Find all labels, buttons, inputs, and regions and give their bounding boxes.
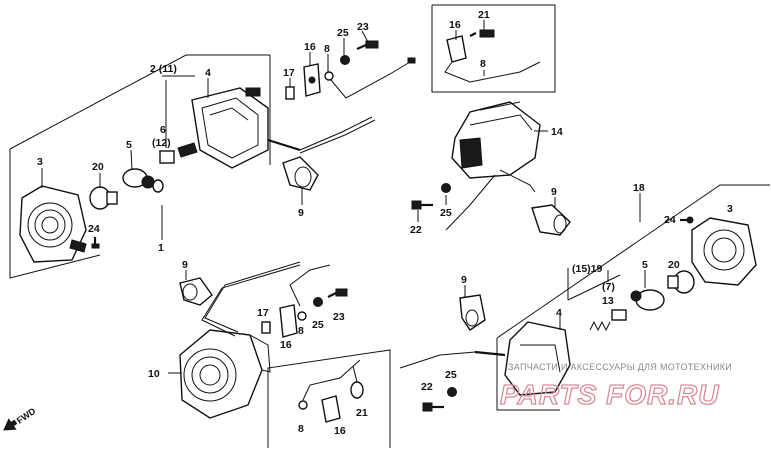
screw-24-left <box>91 237 100 249</box>
callout-25-upper: 25 <box>337 27 349 39</box>
wire-bottom <box>302 359 361 401</box>
callout-18: 18 <box>633 182 645 194</box>
turn-signal-housing-front-left <box>191 87 376 169</box>
callout-16-lower: 16 <box>280 339 292 351</box>
callout-24-right: 24 <box>664 214 676 226</box>
bolt-22-lower-right <box>422 402 444 412</box>
clip-17-upper <box>285 86 295 100</box>
callout-7: (7) <box>602 281 615 293</box>
bracket-16-bottom <box>321 395 341 423</box>
callout-3-left: 3 <box>37 156 43 168</box>
nut-25-right <box>441 183 451 193</box>
washer-8-upper <box>324 71 334 81</box>
socket-9-right-upper <box>531 204 571 236</box>
callout-8-bottom: 8 <box>298 423 304 435</box>
bolt-23-upper <box>356 40 379 51</box>
bolt-22-right-upper <box>411 200 433 210</box>
callout-17-lower: 17 <box>257 307 269 319</box>
callout-4-right: 4 <box>556 307 562 319</box>
nut-25-lower <box>313 297 323 307</box>
bulb-front-left <box>89 186 118 210</box>
callout-22-lower-right: 22 <box>421 381 433 393</box>
callout-8-upper: 8 <box>324 43 330 55</box>
bolt-23-lower <box>327 288 348 298</box>
callout-10: 10 <box>148 368 160 380</box>
leader-lines <box>41 20 646 374</box>
socket-assembly-front-left <box>122 142 198 193</box>
callout-23-lower: 23 <box>333 311 345 323</box>
bulb-20-right <box>667 270 695 294</box>
turn-signal-lower-left <box>179 261 301 419</box>
socket-5-right <box>630 289 665 311</box>
callout-25-right: 25 <box>440 207 452 219</box>
group-frame-front-left <box>9 54 271 279</box>
callout-labels: 2 (11) 4 5 6 (12) 3 20 24 1 17 16 8 25 2… <box>37 9 733 437</box>
callout-8-lower: 8 <box>298 325 304 337</box>
lens-rear-right <box>691 217 757 286</box>
fwd-label: FWD <box>15 406 38 426</box>
callout-9-right-lower: 9 <box>461 274 467 286</box>
turn-signal-housing-rear-right <box>399 321 571 396</box>
callout-9-lower-left: 9 <box>182 259 188 271</box>
callout-14: 14 <box>551 126 563 138</box>
bracket-16-lower <box>279 304 298 338</box>
group-frame-top-right <box>431 4 556 93</box>
callout-2-11: 2 (11) <box>150 63 177 75</box>
arrow-icon <box>3 418 18 431</box>
bulb-21-inset <box>469 29 495 38</box>
callout-22-right-upper: 22 <box>410 224 422 236</box>
group-frame-bottom-inset <box>267 349 391 448</box>
turn-signal-housing-14 <box>445 101 541 231</box>
screw-24-right <box>680 216 694 224</box>
callout-21-inset: 21 <box>478 9 490 21</box>
callout-20-right: 20 <box>668 259 680 271</box>
callout-3-right: 3 <box>727 203 733 215</box>
gasket-13-right <box>611 309 627 321</box>
callout-23-upper: 23 <box>357 21 369 33</box>
washer-8-bottom <box>298 400 308 410</box>
callout-24-left: 24 <box>88 223 100 235</box>
socket-9-upper <box>282 156 319 191</box>
clip-17-lower <box>261 321 271 334</box>
socket-9-lower-left <box>179 277 213 306</box>
callout-6: 6 <box>160 124 166 136</box>
callout-21-bottom: 21 <box>356 407 368 419</box>
callout-25-lower-right: 25 <box>445 369 457 381</box>
bracket-16-upper <box>303 63 321 97</box>
callout-8-inset: 8 <box>480 58 486 70</box>
callout-16-inset: 16 <box>449 19 461 31</box>
wire-lower <box>289 264 331 307</box>
spring-right <box>589 320 611 332</box>
callout-9-right-upper: 9 <box>551 186 557 198</box>
callout-5-left: 5 <box>126 139 132 151</box>
fwd-direction-marker: FWD <box>3 406 38 431</box>
watermark: ЗАПЧАСТИ И АКСЕССУАРЫ ДЛЯ МОТОТЕХНИКИ PA… <box>499 362 732 411</box>
callout-25-lower: 25 <box>312 319 324 331</box>
callout-9-upper: 9 <box>298 207 304 219</box>
callout-16-upper: 16 <box>304 41 316 53</box>
wire-inset <box>444 61 541 83</box>
bracket-16-inset <box>446 35 467 63</box>
callout-4-left: 4 <box>205 67 211 79</box>
callout-1: 1 <box>158 242 164 254</box>
nut-25-upper <box>340 55 350 65</box>
callout-5-right: 5 <box>642 259 648 271</box>
callout-16-bottom: 16 <box>334 425 346 437</box>
wire-upper <box>330 57 416 99</box>
callout-20-left: 20 <box>92 161 104 173</box>
watermark-tagline: ЗАПЧАСТИ И АКСЕССУАРЫ ДЛЯ МОТОТЕХНИКИ <box>508 362 732 372</box>
callout-12: (12) <box>152 137 171 149</box>
lens-front-left <box>19 185 87 263</box>
callout-15-19: (15)19 <box>572 263 603 275</box>
washer-8-lower <box>297 311 307 321</box>
callout-13: 13 <box>602 295 614 307</box>
callout-17-upper: 17 <box>283 67 295 79</box>
nut-25-lower-right <box>447 387 457 397</box>
socket-9-right-lower <box>459 294 486 331</box>
bulb-21-bottom <box>350 365 364 399</box>
watermark-brand: PARTS FOR.RU <box>500 379 719 410</box>
group-frame-rear-right <box>496 184 770 411</box>
